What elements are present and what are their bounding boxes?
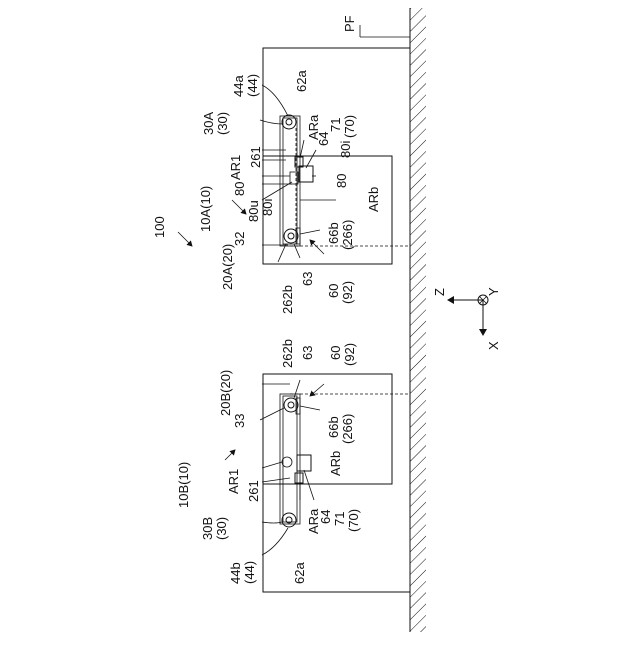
floor-pf [360,8,426,632]
pulley-62a-bottom [282,513,296,527]
label-44b-sub: (44) [242,561,257,584]
arrow-10a [232,200,246,214]
label-arb-bottom: ARb [328,451,343,476]
label-80-b: 80 [334,174,349,188]
label-30a-sub: (30) [215,112,230,135]
axis-z-label: Z [432,288,447,296]
label-62a-bottom: 62a [292,562,307,584]
label-80-a: 80 [232,182,247,196]
label-266-top: (266) [340,220,355,250]
label-64-top: 64 [316,132,331,146]
arrow-10b [225,450,235,460]
block-71-bottom [297,455,311,471]
label-261-bottom: 261 [246,480,261,502]
label-ar1-bottom: AR1 [226,469,241,494]
pulley-62a-top [282,115,296,129]
label-66b-top: 66b [326,222,341,244]
label-33: 33 [232,414,247,428]
label-100: 100 [152,216,167,238]
axes [448,295,488,335]
label-ara-b-top: ARb [366,187,381,212]
block-71-top [299,166,313,182]
label-262b-bottom: 262b [280,339,295,368]
label-44b: 44b [228,562,243,584]
label-10b: 10B(10) [176,462,191,508]
label-71-bottom: 71 [332,512,347,526]
label-44a-sub: (44) [245,74,260,97]
label-60-bottom: 60 [328,346,343,360]
label-10a: 10A(10) [198,186,213,232]
label-80i-b: 80i [260,199,275,216]
label-66b-bottom: 66b [326,416,341,438]
label-80i-a: 80i [338,141,353,158]
label-92-top: (92) [340,281,355,304]
label-63-bottom: 63 [300,346,315,360]
label-30b-sub: (30) [214,517,229,540]
label-20a: 20A(20) [220,244,235,290]
label-63-top: 63 [300,272,315,286]
label-32: 32 [232,232,247,246]
label-30b: 30B [200,517,215,540]
label-64-bottom: 64 [318,510,333,524]
label-92-bottom: (92) [342,343,357,366]
label-70-top: (70) [342,115,357,138]
label-80u: 80u [246,200,261,222]
label-60-top: 60 [326,284,341,298]
label-71-top: 71 [328,118,343,132]
label-62a-top: 62a [294,70,309,92]
axis-x-label: X [486,341,501,350]
label-262b-top: 262b [280,285,295,314]
unit-10b [263,374,410,592]
label-ar1-top: AR1 [228,155,243,180]
label-261-top: 261 [248,146,263,168]
arrow-60-top [310,240,324,254]
label-pf: PF [342,15,357,32]
label-70-bottom: (70) [346,509,361,532]
label-266-bottom: (266) [340,414,355,444]
axis-y-label: Y [486,287,501,296]
label-30a: 30A [201,112,216,135]
label-20b: 20B(20) [218,370,233,416]
arrow-100 [178,232,192,246]
label-44a: 44a [231,75,246,97]
